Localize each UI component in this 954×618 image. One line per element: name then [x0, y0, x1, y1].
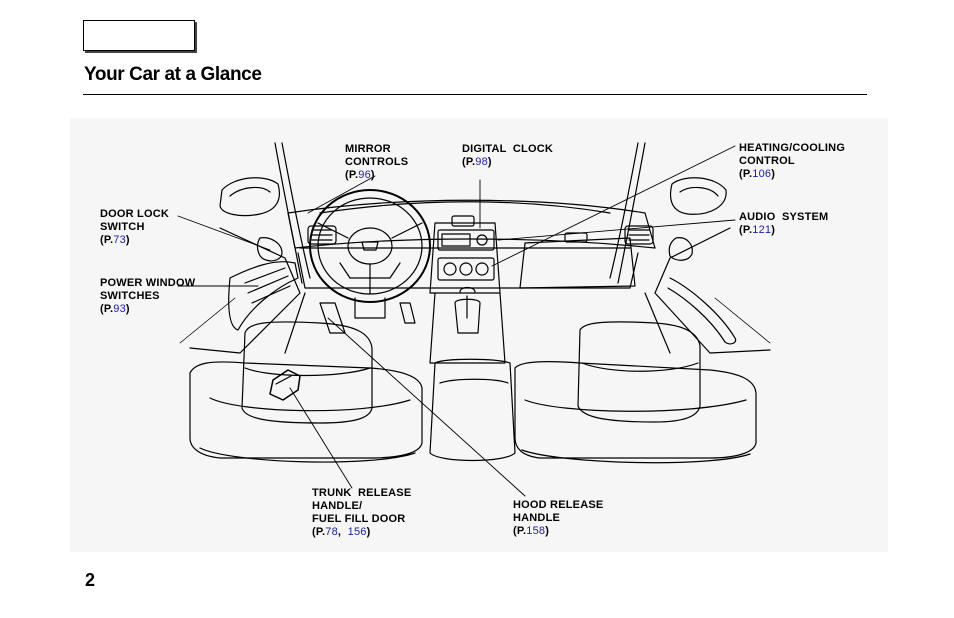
- left-mirror: [219, 177, 281, 217]
- label-trunk-release: TRUNK RELEASE HANDLE/ FUEL FILL DOOR (P.…: [312, 487, 411, 539]
- label-line: AUDIO SYSTEM: [739, 211, 829, 223]
- label-line: SWITCH: [100, 221, 145, 233]
- ref-prefix: (P.: [345, 169, 359, 181]
- page-reference: (P.93): [100, 303, 195, 316]
- label-hood-release: HOOD RELEASE HANDLE (P.158): [513, 499, 603, 538]
- center-armrest: [429, 358, 516, 462]
- label-line: SWITCHES: [100, 290, 160, 302]
- passenger-seat-cushion: [514, 361, 757, 459]
- page-link-98[interactable]: 98: [475, 156, 488, 168]
- leader-mirror: [307, 175, 376, 214]
- ref-suffix: ): [370, 169, 375, 181]
- label-heating-cooling: HEATING/COOLING CONTROL (P.106): [739, 142, 845, 181]
- passenger-seat-back: [577, 321, 701, 423]
- right-door-handle: [668, 237, 693, 261]
- page-reference: (P.96): [345, 169, 408, 182]
- ref-prefix: (P.: [462, 156, 476, 168]
- car-interior-figure: [70, 118, 888, 552]
- right-vent: [624, 225, 654, 245]
- climate-unit: [437, 257, 495, 281]
- gear-shifter: [459, 286, 476, 319]
- ref-prefix: (P.: [739, 224, 753, 236]
- title-rule: [83, 94, 867, 95]
- ref-prefix: (P.: [100, 234, 114, 246]
- right-mirror: [669, 177, 727, 215]
- audio-unit: [437, 229, 495, 251]
- label-audio-system: AUDIO SYSTEM (P.121): [739, 211, 828, 237]
- nav-tab-box[interactable]: [83, 20, 195, 51]
- label-line: HANDLE/: [312, 500, 363, 512]
- page-link-78[interactable]: 78: [325, 526, 338, 538]
- page-reference: (P.98): [462, 156, 553, 169]
- leader-audio: [497, 219, 736, 241]
- page-title: Your Car at a Glance: [84, 64, 262, 85]
- page-link-96[interactable]: 96: [358, 169, 371, 181]
- page-reference: (P.158): [513, 525, 603, 538]
- label-power-window: POWER WINDOW SWITCHES (P.93): [100, 277, 195, 316]
- label-line: DOOR LOCK: [100, 208, 170, 220]
- label-line: CONTROLS: [345, 156, 409, 168]
- driver-seat-cushion: [189, 361, 423, 459]
- page-reference: (P.78, 156): [312, 526, 411, 539]
- page-reference: (P.73): [100, 234, 169, 247]
- label-door-lock: DOOR LOCK SWITCH (P.73): [100, 208, 169, 247]
- trunk-release-handle: [269, 369, 301, 401]
- label-line: CONTROL: [739, 155, 795, 167]
- page-link-158[interactable]: 158: [526, 525, 546, 537]
- page-reference: (P.106): [739, 168, 845, 181]
- label-line: DIGITAL CLOCK: [462, 143, 553, 155]
- ref-suffix: ): [487, 156, 492, 168]
- digital-clock-display: [451, 215, 475, 227]
- ref-suffix: ): [125, 303, 130, 315]
- ref-prefix: (P.: [312, 526, 326, 538]
- page-link-106[interactable]: 106: [752, 168, 772, 180]
- label-digital-clock: DIGITAL CLOCK (P.98): [462, 143, 553, 169]
- ref-suffix: ): [771, 168, 776, 180]
- driver-seat-back: [241, 321, 373, 424]
- label-line: TRUNK RELEASE: [312, 487, 412, 499]
- label-mirror-controls: MIRROR CONTROLS (P.96): [345, 143, 408, 182]
- left-door-handle: [256, 237, 283, 262]
- ref-suffix: ): [771, 224, 776, 236]
- page-link-93[interactable]: 93: [113, 303, 126, 315]
- glovebox: [519, 237, 636, 289]
- label-line: HOOD RELEASE: [513, 499, 604, 511]
- car-interior-illustration: [177, 142, 771, 497]
- steering-wheel: [309, 189, 431, 303]
- page-link-156[interactable]: 156: [347, 526, 367, 538]
- label-line: HANDLE: [513, 512, 561, 524]
- page-link-121[interactable]: 121: [752, 224, 772, 236]
- ref-suffix: ): [366, 526, 371, 538]
- page-reference: (P.121): [739, 224, 828, 237]
- label-line: HEATING/COOLING: [739, 142, 846, 154]
- leader-door-lock: [177, 215, 271, 251]
- label-line: MIRROR: [345, 143, 391, 155]
- label-line: POWER WINDOW: [100, 277, 196, 289]
- page-link-73[interactable]: 73: [113, 234, 126, 246]
- ref-suffix: ): [545, 525, 550, 537]
- page-number: 2: [85, 570, 96, 590]
- ref-prefix: (P.: [739, 168, 753, 180]
- leader-hood: [327, 317, 526, 497]
- leader-heating: [491, 145, 736, 267]
- ref-prefix: (P.: [513, 525, 527, 537]
- leader-trunk: [289, 387, 353, 489]
- ref-suffix: ): [125, 234, 130, 246]
- ref-prefix: (P.: [100, 303, 114, 315]
- label-line: FUEL FILL DOOR: [312, 513, 406, 525]
- ref-separator: ,: [337, 526, 348, 538]
